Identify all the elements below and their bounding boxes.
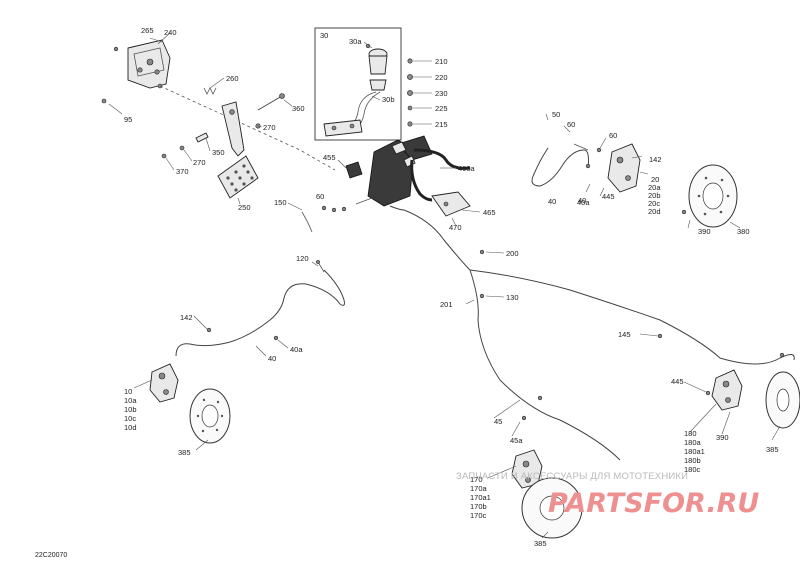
master-cylinder-inset [314,27,402,141]
label-350: 350 [212,148,225,157]
label-460a: 460a [458,164,476,173]
label-40a-b: 40a [290,345,303,354]
label-60-a: 60 [316,192,324,201]
label-10: 10 [124,387,132,396]
label-180a1: 180a1 [684,447,705,456]
diagram-code: 22C20070 [35,552,67,559]
label-45a: 45a [510,436,523,445]
brake-lines [175,143,795,461]
label-170b: 170b [470,502,487,511]
line-fasteners [206,249,663,341]
label-20d: 20d [648,207,661,216]
watermark: ЗАПЧАСТИ И АКСЕССУАРЫ ДЛЯ МОТОТЕХНИКИ PA… [456,471,759,519]
label-455: 455 [323,153,336,162]
watermark-logo: PARTSFOR.RU [548,488,759,519]
label-270-a: 270 [263,123,276,132]
pedal-assembly [101,39,336,199]
label-50: 50 [552,110,560,119]
label-225: 225 [435,104,448,113]
label-215: 215 [435,120,448,129]
hydraulic-unit [301,135,471,233]
label-180b: 180b [684,456,701,465]
label-360: 360 [292,104,305,113]
label-170a: 170a [470,484,488,493]
front-left-caliper-disc [149,363,231,444]
label-230: 230 [435,89,448,98]
label-385-c: 385 [766,445,779,454]
front-right-caliper-disc [585,143,738,228]
label-220: 220 [435,73,448,82]
label-40-a: 40 [578,196,586,205]
label-390-a: 390 [698,227,711,236]
label-10d: 10d [124,423,137,432]
label-10a: 10a [124,396,137,405]
label-150: 150 [274,198,287,207]
label-180c: 180c [684,465,701,474]
part-labels: 265 240 95 260 360 270 350 270 370 250 3… [35,26,779,559]
label-385-b: 385 [534,539,547,548]
label-380: 380 [737,227,750,236]
label-260: 260 [226,74,239,83]
watermark-tagline: ЗАПЧАСТИ И АКСЕССУАРЫ ДЛЯ МОТОТЕХНИКИ [456,471,688,482]
label-180: 180 [684,429,697,438]
fastener-column [407,58,413,127]
label-20a: 20a [648,183,661,192]
label-142-a: 142 [649,155,662,164]
label-60-c: 60 [609,131,617,140]
label-10b: 10b [124,405,137,414]
label-250: 250 [238,203,251,212]
label-201: 201 [440,300,453,309]
label-170a1: 170a1 [470,493,491,502]
label-210: 210 [435,57,448,66]
label-142-b: 142 [180,313,193,322]
label-200: 200 [506,249,519,258]
label-10c: 10c [124,414,136,423]
label-95: 95 [124,115,132,124]
label-30b: 30b [382,95,395,104]
rear-left-caliper-disc [511,395,583,539]
label-130: 130 [506,293,519,302]
label-40-upper: 40 [548,197,556,206]
label-145: 145 [618,330,631,339]
label-45: 45 [494,417,502,426]
label-170: 170 [470,475,483,484]
label-20b: 20b [648,191,661,200]
label-265: 265 [141,26,154,35]
rear-right-caliper-disc [705,352,800,429]
label-30a: 30a [349,37,362,46]
label-385-a: 385 [178,448,191,457]
label-120: 120 [296,254,309,263]
label-60-b: 60 [567,120,575,129]
label-465: 465 [483,208,496,217]
label-240: 240 [164,28,177,37]
label-370: 370 [176,167,189,176]
label-20c: 20c [648,199,660,208]
leader-lines [108,32,781,539]
label-40a-upper: 40a [577,198,590,207]
label-40-b: 40 [268,354,276,363]
label-445-a: 445 [602,192,615,201]
label-180a: 180a [684,438,702,447]
label-445-b: 445 [671,377,684,386]
label-20: 20 [651,175,659,184]
label-170c: 170c [470,511,487,520]
label-30: 30 [320,31,328,40]
label-390-b: 390 [716,433,729,442]
label-470: 470 [449,223,462,232]
label-270-b: 270 [193,158,206,167]
